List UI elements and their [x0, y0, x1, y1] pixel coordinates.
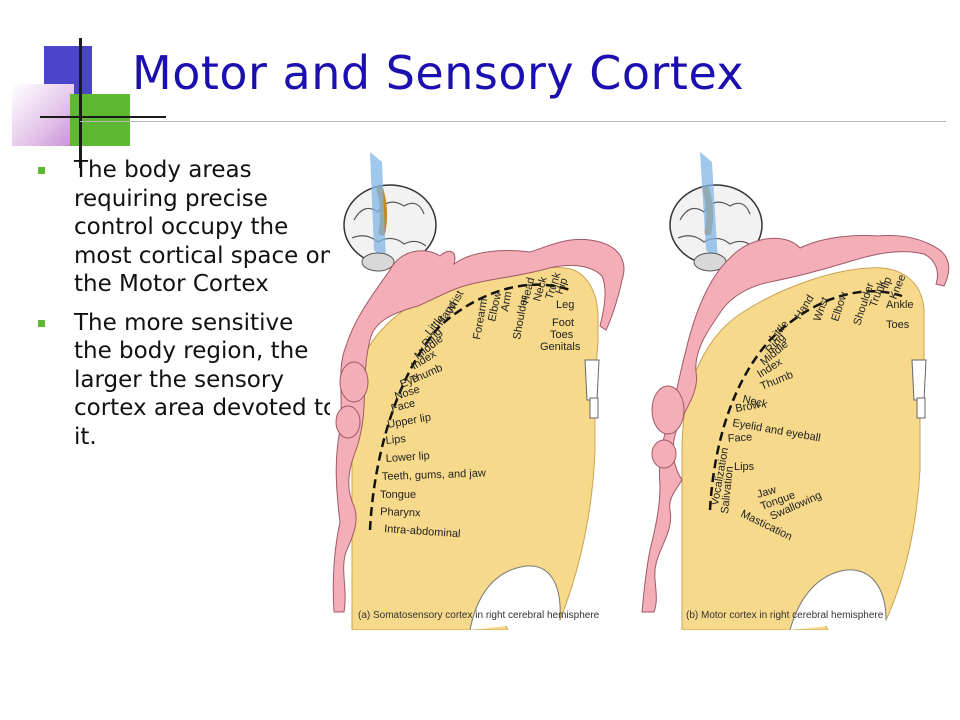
bullet-item: The more sensitive the body region, the …: [38, 309, 338, 452]
decor-horizontal-line: [40, 116, 166, 118]
label-arm: Arm: [499, 291, 514, 313]
label-lips: Lips: [385, 433, 407, 447]
brain-inset-icon: [669, 152, 763, 272]
label-jaw: Jaw: [756, 484, 778, 501]
brain-inset-icon: [343, 152, 437, 272]
label-brow: Brow: [734, 399, 761, 415]
sensory-homunculus-shape: [332, 238, 625, 613]
label-pharynx: Pharynx: [380, 506, 421, 519]
bullet-marker-icon: [38, 167, 45, 174]
label-ankle: Ankle: [886, 299, 914, 311]
caption-motor: (b) Motor cortex in right cerebral hemis…: [686, 610, 884, 621]
caption-sensory: (a) Somatosensory cortex in right cerebr…: [358, 610, 600, 621]
decor-pink-square: [12, 84, 74, 146]
bullet-marker-icon: [38, 319, 45, 327]
label-hip: Hip: [878, 275, 895, 295]
label-genitals: Genitals: [540, 341, 581, 353]
bullet-list: The body areas requiring precise control…: [38, 156, 338, 461]
motor-labels: Knee Hip Trunk Shoulder Elbow Wrist Hand…: [709, 273, 913, 543]
label-lips: Lips: [734, 461, 755, 473]
label-leg: Leg: [556, 299, 574, 311]
label-intra-abdominal: Intra-abdominal: [384, 523, 461, 540]
label-toes: Toes: [550, 329, 574, 341]
page-title: Motor and Sensory Cortex: [132, 46, 745, 100]
label-face: Face: [727, 431, 752, 445]
bullet-text: The body areas requiring precise control…: [74, 157, 335, 297]
motor-panel: Knee Hip Trunk Shoulder Elbow Wrist Hand…: [641, 152, 950, 630]
label-salivation: Salivation: [719, 466, 736, 515]
label-foot: Foot: [552, 317, 574, 329]
decor-vertical-line: [79, 38, 82, 168]
bullet-item: The body areas requiring precise control…: [38, 156, 338, 299]
label-tongue: Tongue: [380, 489, 416, 501]
cortex-figure: Hip Trunk Neck Head Shoulder Arm Elbow F…: [330, 150, 960, 630]
label-hip: Hip: [554, 276, 571, 296]
label-face: Face: [390, 397, 417, 415]
label-teeth-gums-jaw: Teeth, gums, and jaw: [382, 467, 486, 483]
bullet-text: The more sensitive the body region, the …: [74, 309, 338, 450]
somatosensory-panel: Hip Trunk Neck Head Shoulder Arm Elbow F…: [332, 152, 625, 630]
motor-homunculus-shape: [641, 235, 950, 613]
title-underline: [80, 121, 946, 122]
label-toes: Toes: [886, 319, 910, 331]
label-lower-lip: Lower lip: [385, 450, 430, 465]
